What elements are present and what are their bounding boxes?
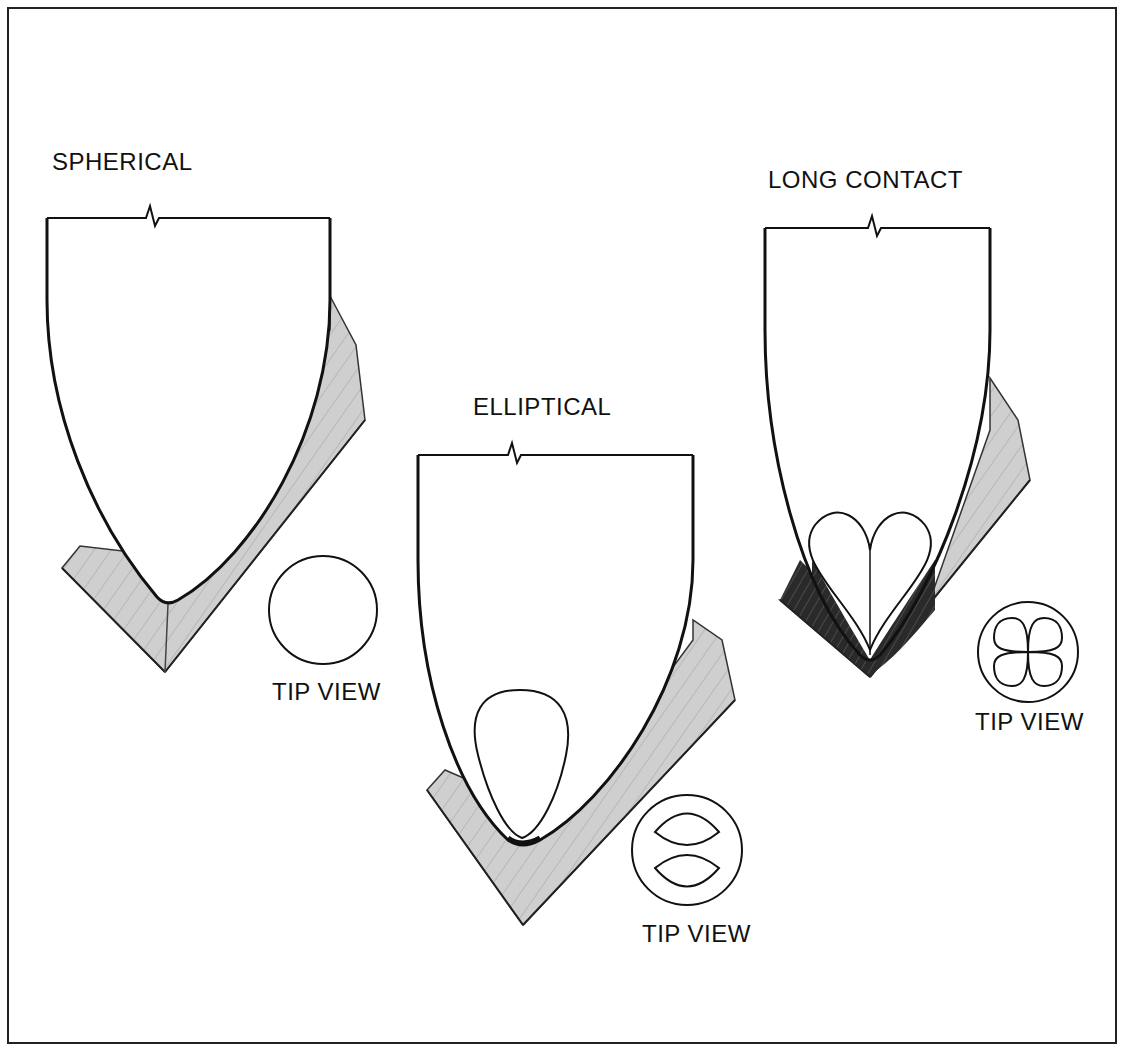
stylus-body (765, 228, 990, 660)
stylus-body (47, 218, 330, 603)
tip-facet (655, 855, 719, 887)
tip-view-circle (632, 795, 742, 905)
long-contact-stylus (765, 216, 1078, 702)
tip-view-label: TIP VIEW (642, 922, 751, 946)
groove-ridge (165, 604, 168, 672)
stylus-outline (765, 228, 990, 660)
frame (8, 8, 1116, 1043)
contact-edge (508, 838, 540, 843)
spherical-stylus (47, 206, 377, 672)
tip-view-circle (978, 602, 1078, 702)
stylus-type-label: LONG CONTACT (768, 168, 963, 192)
stylus-body (418, 455, 693, 845)
stylus-facet (475, 690, 569, 838)
tip-facets (994, 618, 1062, 686)
stylus-outline (418, 455, 693, 845)
stylus-type-label: SPHERICAL (52, 150, 193, 174)
lobe-divider (869, 550, 871, 655)
break-line (418, 443, 693, 463)
tip-view-label: TIP VIEW (975, 710, 1084, 734)
break-line (47, 206, 330, 226)
stylus-outline (47, 218, 330, 603)
tip-view-label: TIP VIEW (272, 680, 381, 704)
elliptical-stylus (418, 443, 742, 925)
tip-view-circle (269, 556, 377, 664)
tip-facet (655, 814, 719, 846)
stylus-type-label: ELLIPTICAL (473, 395, 611, 419)
break-line (765, 216, 990, 236)
